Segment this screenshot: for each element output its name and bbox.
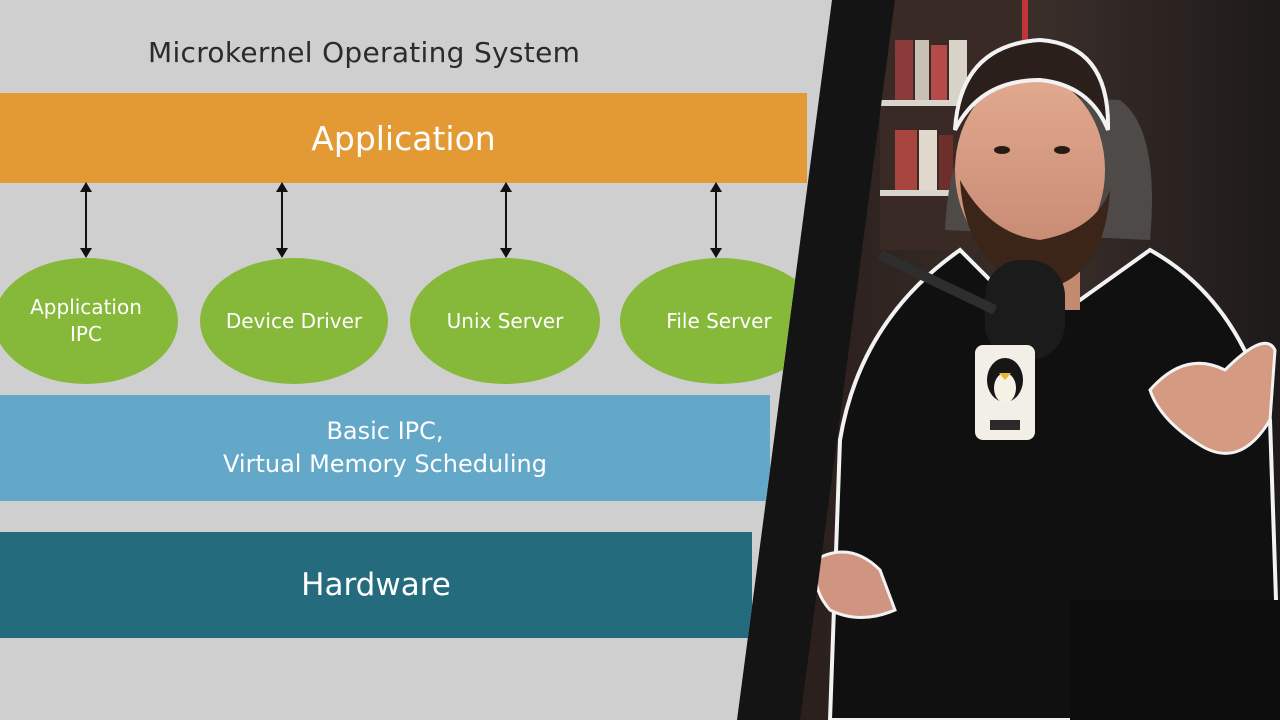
- hardware-layer: Hardware: [0, 532, 752, 638]
- microphone-icon: [877, 250, 1065, 360]
- double-arrow-icon: [710, 182, 722, 258]
- kernel-label-line1: Basic IPC,: [326, 417, 444, 445]
- server-application-ipc: Application IPC: [0, 258, 178, 384]
- penguin-mascot-icon: [975, 345, 1035, 440]
- server-label-line1: Unix Server: [446, 308, 564, 333]
- kernel-label-line2: Virtual Memory Scheduling: [223, 450, 547, 478]
- double-arrow-icon: [80, 182, 92, 258]
- presenter-beard: [960, 180, 1110, 290]
- presenter-right-hand: [1148, 341, 1277, 455]
- diagram-title: Microkernel Operating System: [148, 36, 581, 69]
- hardware-layer-label: Hardware: [301, 567, 451, 603]
- server-label-line1: File Server: [666, 308, 772, 333]
- double-arrow-icon: [276, 182, 288, 258]
- double-arrow-icon: [500, 182, 512, 258]
- server-label-line2: IPC: [70, 322, 102, 346]
- server-file-server: File Server: [620, 258, 820, 384]
- application-layer-label: Application: [311, 118, 496, 158]
- application-layer: Application: [0, 93, 807, 183]
- kernel-layer: Basic IPC, Virtual Memory Scheduling: [0, 395, 770, 501]
- server-label-line1: Device Driver: [225, 308, 363, 333]
- presenter-face: [955, 75, 1105, 265]
- server-label-line1: Application: [30, 295, 142, 319]
- server-unix-server: Unix Server: [410, 258, 600, 384]
- presenter-left-hand: [813, 550, 897, 619]
- server-device-driver: Device Driver: [200, 258, 388, 384]
